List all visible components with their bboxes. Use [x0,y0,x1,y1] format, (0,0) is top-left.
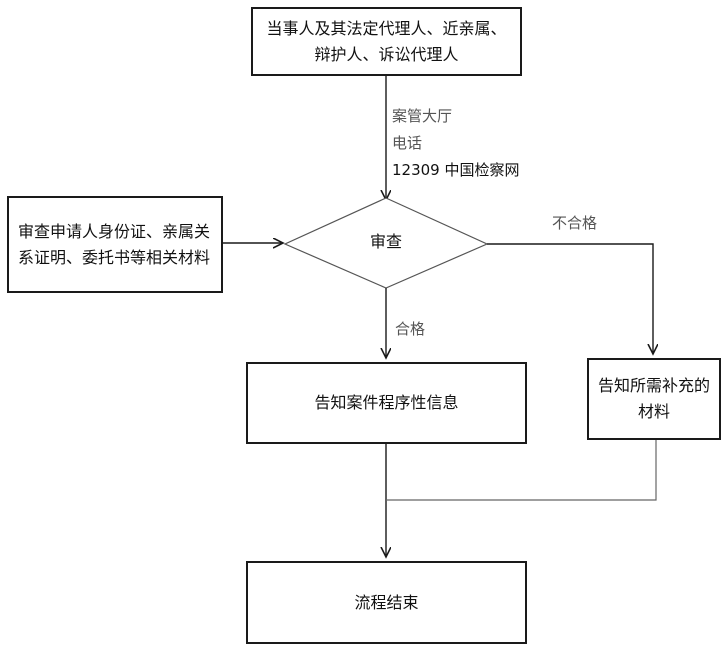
inform-supplement-label: 告知所需补充的材料 [598,376,711,421]
end-node-label: 流程结束 [354,592,419,612]
channel-label-2: 电话 [392,134,423,152]
inform-case-label: 告知案件程序性信息 [314,393,459,412]
channel-label-3: 12309 中国检察网 [392,161,520,179]
start-node-label: 当事人及其法定代理人、近亲属、辩护人、诉讼代理人 [266,18,507,64]
channel-label-1: 案管大厅 [392,107,453,125]
fail-edge-label: 不合格 [552,214,598,232]
start-node-box: 当事人及其法定代理人、近亲属、辩护人、诉讼代理人 [251,7,522,76]
review-node-label: 审查 [370,232,403,251]
arrow-review-to-supplement [487,243,653,354]
docs-review-box: 审查申请人身份证、亲属关系证明、委托书等相关材料 [7,196,223,293]
pass-edge-label: 合格 [395,320,426,338]
inform-supplement-box: 告知所需补充的材料 [587,358,721,440]
end-node-box: 流程结束 [246,561,527,644]
line-supplement-merge [386,440,657,501]
inform-case-box: 告知案件程序性信息 [246,362,527,444]
docs-review-label: 审查申请人身份证、亲属关系证明、委托书等相关材料 [18,221,211,267]
